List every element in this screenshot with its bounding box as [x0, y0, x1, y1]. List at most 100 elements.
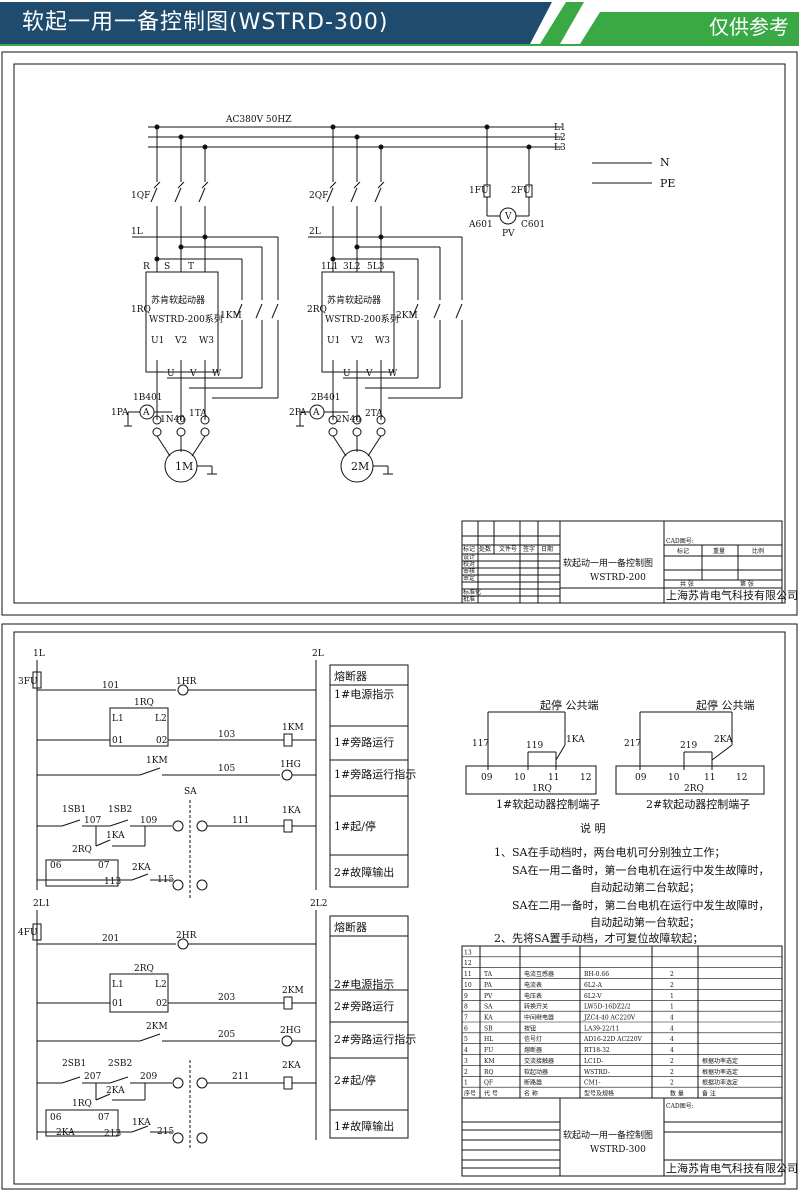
- l1-terminal: 1L1: [321, 262, 338, 272]
- rq-2rq-c1: 2RQ: [72, 845, 92, 855]
- note-4: 自动起动第一台软起；: [590, 915, 700, 929]
- legend2-0: 熔断器: [334, 920, 367, 934]
- legend1-2: 1#旁路运行: [334, 735, 394, 749]
- bottom-drawing-name: 软起动一用一备控制图: [563, 1129, 653, 1141]
- bom-cell: AD16-22D AC220V: [583, 1036, 643, 1043]
- line-l3-label: L3: [554, 143, 566, 153]
- banner-title: 软起一用一备控制图(WSTRD-300): [22, 10, 389, 35]
- top-mark-label: 标记: [677, 547, 689, 555]
- term2-pin11: 11: [704, 773, 715, 783]
- ka-1ka-c2: 1KA: [132, 1118, 151, 1128]
- bom-cell: RQ: [484, 1069, 494, 1076]
- bom-cell: 2: [670, 1069, 674, 1076]
- bom-cell: 4: [670, 1036, 674, 1043]
- term2-header: 起停 公共端: [696, 698, 755, 712]
- term1-w119: 119: [526, 741, 543, 751]
- bom-cell: 数 量: [670, 1090, 684, 1098]
- tb-hdr-1: 标记: [463, 545, 475, 553]
- note-3: SA在二用一备时，第二台电机在运行中发生故障时，: [512, 898, 769, 912]
- rq-1rq-c2: 1RQ: [72, 1099, 92, 1109]
- top-drawing-model: WSTRD-200: [590, 573, 646, 583]
- w109: 109: [140, 816, 157, 826]
- bom-cell: 2: [670, 1058, 674, 1065]
- bom-cell: 电流互感器: [524, 970, 554, 978]
- bom-cell: 1: [670, 1004, 674, 1011]
- bom-cell: 名 称: [524, 1090, 538, 1098]
- r-terminal: R: [143, 262, 150, 272]
- w213: 213: [104, 1129, 121, 1139]
- tb-hdr-2: 处数: [479, 545, 491, 553]
- unit-2-power-circuit: [296, 124, 463, 483]
- qf1-label: 1QF: [131, 191, 150, 201]
- ammeter2-letter: A: [312, 408, 320, 418]
- bom-cell: KM: [484, 1058, 495, 1065]
- bom-cell: 6: [464, 1025, 468, 1032]
- top-drawing-name: 软起动一用一备控制图: [563, 557, 653, 569]
- bom-cell: 根据功率选定: [702, 1068, 738, 1076]
- terminal-block-2: [615, 711, 765, 795]
- tb-hdr-3: 文件号: [499, 545, 517, 553]
- relay-2ka: 2KA: [282, 1061, 301, 1071]
- v-out: V: [189, 369, 197, 379]
- u-out: U: [167, 369, 175, 379]
- c2-01: 01: [112, 999, 123, 1009]
- term2-rq: 2RQ: [684, 784, 704, 794]
- w111: 111: [232, 816, 249, 826]
- bottom-sheet-border: [13, 631, 786, 1185]
- w3-terminal-2: W3: [375, 336, 390, 346]
- bom-cell: JZC4-40 AC220V: [583, 1015, 636, 1022]
- term1-caption: 1#软起动器控制端子: [496, 797, 600, 811]
- c1-06: 06: [50, 861, 62, 871]
- lamp-1hr: 1HR: [176, 677, 197, 687]
- bom-cell: 按钮: [524, 1024, 536, 1032]
- top-weight-label: 重量: [713, 547, 725, 555]
- tb-row-4: 审定: [463, 574, 475, 582]
- legend2-5: 1#故障输出: [334, 1119, 394, 1133]
- term2-ka: 2KA: [714, 735, 733, 745]
- km-2km: 2KM: [146, 1022, 168, 1032]
- c1-01: 01: [112, 736, 123, 746]
- legend-table-2: [329, 915, 409, 1139]
- bom-cell: PA: [484, 982, 492, 989]
- rq-1rq: 1RQ: [134, 698, 154, 708]
- bom-cell: 4: [670, 1025, 674, 1032]
- tb-hdr-4: 签字: [523, 545, 535, 553]
- w103: 103: [218, 730, 235, 740]
- tb-hdr-5: 日期: [541, 545, 553, 553]
- wire-a601-label: A601: [468, 220, 493, 230]
- term2-w217: 217: [624, 739, 641, 749]
- w207: 207: [84, 1072, 101, 1082]
- fuse2-label: 2FU: [511, 186, 531, 196]
- bom-cell: 断路器: [524, 1079, 542, 1087]
- soft-starter-2: [321, 271, 395, 373]
- bus-2l2: 2L2: [310, 899, 327, 909]
- bom-cell: 2: [670, 1080, 674, 1087]
- bottom-title-block: [461, 1097, 783, 1177]
- term2-pin09: 09: [635, 773, 647, 783]
- lamp-2hg: 2HG: [280, 1026, 301, 1036]
- l2-terminal: 3L2: [343, 262, 360, 272]
- pa2-label: 2PA: [289, 408, 307, 418]
- bom-cell: 电压表: [524, 992, 542, 1000]
- bus-2l-ctrl: 2L: [312, 649, 324, 659]
- terminal-block-1: [465, 711, 597, 795]
- term1-header: 起停 公共端: [540, 698, 599, 712]
- s-terminal: S: [164, 262, 170, 272]
- ka-1ka: 1KA: [106, 831, 125, 841]
- starter1-name: 苏肯软起动器: [151, 294, 205, 306]
- sb-1sb1: 1SB1: [62, 805, 86, 815]
- legend2-3: 2#旁路运行指示: [334, 1032, 416, 1046]
- v-out-2: V: [365, 369, 373, 379]
- term2-pin12: 12: [736, 773, 747, 783]
- bom-cell: 根据功率选定: [702, 1079, 738, 1087]
- pa1-label: 1PA: [111, 408, 129, 418]
- switch-sa: SA: [184, 787, 197, 797]
- bom-cell: 11: [464, 971, 472, 978]
- bom-cell: 熔断器: [524, 1046, 542, 1054]
- ka-2ka: 2KA: [106, 1086, 125, 1096]
- top-scale-label: 比例: [752, 547, 764, 555]
- n40-label: 1N40: [160, 415, 185, 425]
- supply-label: AC380V 50HZ: [225, 115, 291, 125]
